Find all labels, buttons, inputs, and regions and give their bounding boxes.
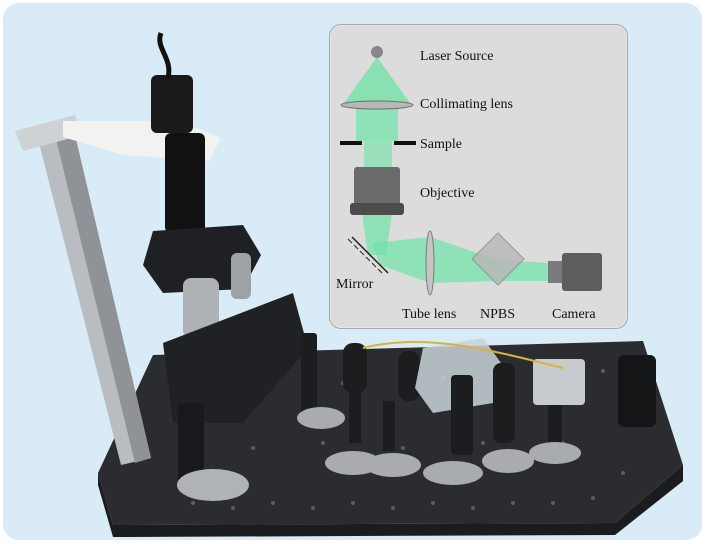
- label-tube-lens: Tube lens: [402, 307, 457, 322]
- sample-holder-right: [394, 141, 416, 145]
- power-adapter: [618, 355, 656, 427]
- lower-mount: [163, 293, 308, 423]
- camera-schematic-icon: [562, 253, 602, 291]
- label-npbs: NPBS: [480, 307, 516, 322]
- schematic-drawing: [340, 46, 602, 296]
- label-objective: Objective: [420, 186, 475, 201]
- beam-sample: [364, 141, 392, 169]
- base-clamp-left: [177, 469, 249, 501]
- npbs-icon: [471, 232, 525, 286]
- label-camera: Camera: [552, 307, 596, 322]
- label-sample: Sample: [420, 137, 462, 152]
- camera-icon: [529, 359, 585, 464]
- objective-icon: [354, 167, 400, 207]
- label-laser-source: Laser Source: [420, 49, 494, 64]
- setup-photo: [15, 32, 683, 537]
- microscope-body: [165, 133, 205, 233]
- mirror-hatch: [347, 238, 383, 274]
- lens-mount: [482, 363, 534, 473]
- label-collimating-lens: Collimating lens: [420, 97, 513, 112]
- vertical-rail-shadow: [55, 135, 151, 463]
- lens-mount: [423, 375, 483, 485]
- objective-lens-photo: [183, 278, 219, 338]
- lens-mount: [365, 351, 421, 477]
- lens-mount: [297, 333, 345, 429]
- collimating-lens-icon: [340, 100, 414, 110]
- sample-holder-left: [340, 141, 362, 145]
- figure-frame: Laser Source Collimating lens Sample Obj…: [3, 3, 702, 540]
- laser-source-icon: [371, 46, 383, 58]
- objective-base: [350, 203, 404, 215]
- tube-lens-icon: [425, 230, 435, 296]
- post-left: [178, 403, 204, 483]
- yellow-cable: [362, 340, 564, 369]
- beam-cone: [344, 57, 410, 103]
- label-mirror: Mirror: [336, 277, 374, 292]
- mirror-icon: [351, 236, 389, 274]
- stage-knob: [231, 253, 251, 299]
- camera-cable: [157, 32, 172, 79]
- microscope-tube: [151, 75, 193, 133]
- breadboard-front-edge: [98, 465, 683, 537]
- beam-collimated: [356, 105, 398, 141]
- camera-lens-mount: [548, 261, 562, 283]
- optical-schematic: Laser Source Collimating lens Sample Obj…: [329, 24, 628, 329]
